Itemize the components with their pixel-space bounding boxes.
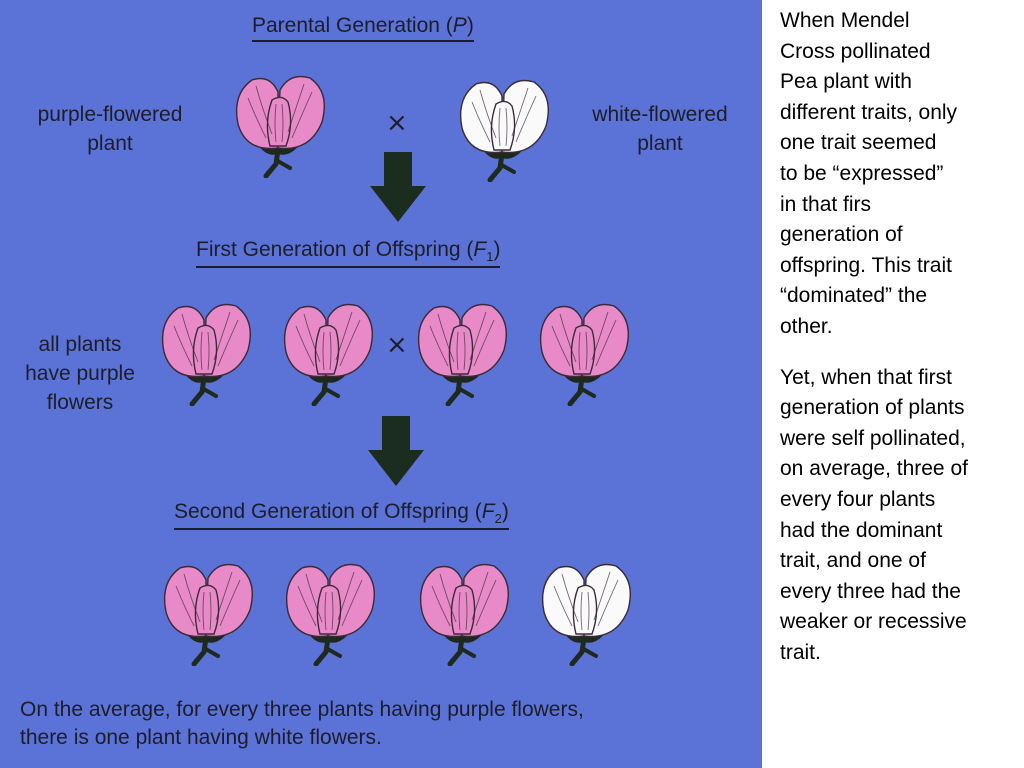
text-line: every three had the [780, 579, 961, 603]
first-gen-heading-sub: 1 [486, 249, 494, 265]
purple-flower-icon [283, 303, 373, 406]
text-line: on average, three of [780, 457, 968, 481]
text-line: had the dominant [780, 518, 943, 542]
purple-flower-icon [163, 563, 253, 666]
down-arrow-icon [368, 416, 424, 486]
label-line: plant [87, 132, 133, 155]
heading-underline [252, 40, 474, 42]
first-gen-heading-text: First Generation of Offspring ( [196, 238, 474, 261]
purple-flower-icon [419, 563, 509, 666]
text-line: Pea plant with [780, 70, 912, 94]
text-line: generation of plants [780, 396, 965, 420]
text-line: generation of [780, 223, 903, 247]
down-arrow-icon [370, 152, 426, 222]
purple-flowered-label: purple-flowered plant [10, 100, 210, 158]
parental-heading-text: Parental Generation ( [252, 14, 453, 37]
label-line: flowers [46, 391, 114, 414]
mendel-diagram: Parental Generation (P) purple-flowered … [0, 0, 762, 768]
white-flowered-label: white-flowered plant [560, 100, 760, 158]
text-line: “dominated” the [780, 284, 928, 308]
text-line: every four plants [780, 487, 936, 511]
label-line: plant [637, 132, 683, 155]
purple-flower-icon [285, 563, 375, 666]
second-gen-heading-text: Second Generation of Offspring ( [174, 500, 482, 523]
footnote: On the average, for every three plants h… [20, 696, 760, 752]
text-line: Yet, when that first [780, 365, 952, 389]
parental-heading-symbol: P [452, 14, 467, 37]
label-line: all plants [38, 333, 122, 356]
text-line: When Mendel [780, 9, 910, 32]
purple-flower-icon [539, 303, 629, 406]
white-flower-icon [459, 79, 549, 182]
second-gen-heading-close: ) [501, 500, 509, 523]
label-line: have purple [25, 362, 135, 385]
purple-flower-icon [235, 75, 325, 178]
parental-heading: Parental Generation (P) [252, 14, 474, 42]
text-line: trait, and one of [780, 549, 926, 573]
cross-symbol: × [386, 108, 408, 138]
first-gen-heading-symbol: F [473, 238, 487, 261]
text-line: other. [780, 314, 833, 338]
text-line: weaker or recessive [780, 610, 967, 634]
white-flower-icon [541, 563, 631, 666]
purple-flower-icon [161, 303, 251, 406]
second-generation-heading: Second Generation of Offspring (F2) [174, 500, 509, 531]
text-line: were self pollinated, [780, 426, 966, 450]
explanation-paragraph-2: Yet, when that first generation of plants… [780, 363, 1016, 669]
text-line: Cross pollinated [780, 39, 931, 63]
footnote-line: there is one plant having white flowers. [20, 726, 382, 749]
second-gen-heading-sub: 2 [494, 511, 502, 527]
text-line: in that firs [780, 192, 872, 216]
cross-symbol: × [386, 330, 408, 360]
first-gen-heading-close: ) [493, 238, 501, 261]
label-line: white-flowered [592, 103, 728, 126]
heading-underline [174, 528, 509, 531]
text-line: offspring. This trait [780, 253, 952, 277]
footnote-line: On the average, for every three plants h… [20, 698, 584, 721]
second-gen-heading-symbol: F [481, 500, 495, 523]
all-plants-purple-label: all plants have purple flowers [2, 330, 158, 417]
text-line: one trait seemed [780, 131, 937, 155]
text-line: different traits, only [780, 100, 958, 124]
purple-flower-icon [417, 303, 507, 406]
text-line: trait. [780, 640, 821, 664]
heading-underline [196, 266, 501, 269]
text-line: to be “expressed” [780, 161, 944, 185]
parental-heading-close: ) [466, 14, 474, 37]
label-line: purple-flowered [37, 103, 183, 126]
first-generation-heading: First Generation of Offspring (F1) [196, 238, 501, 269]
